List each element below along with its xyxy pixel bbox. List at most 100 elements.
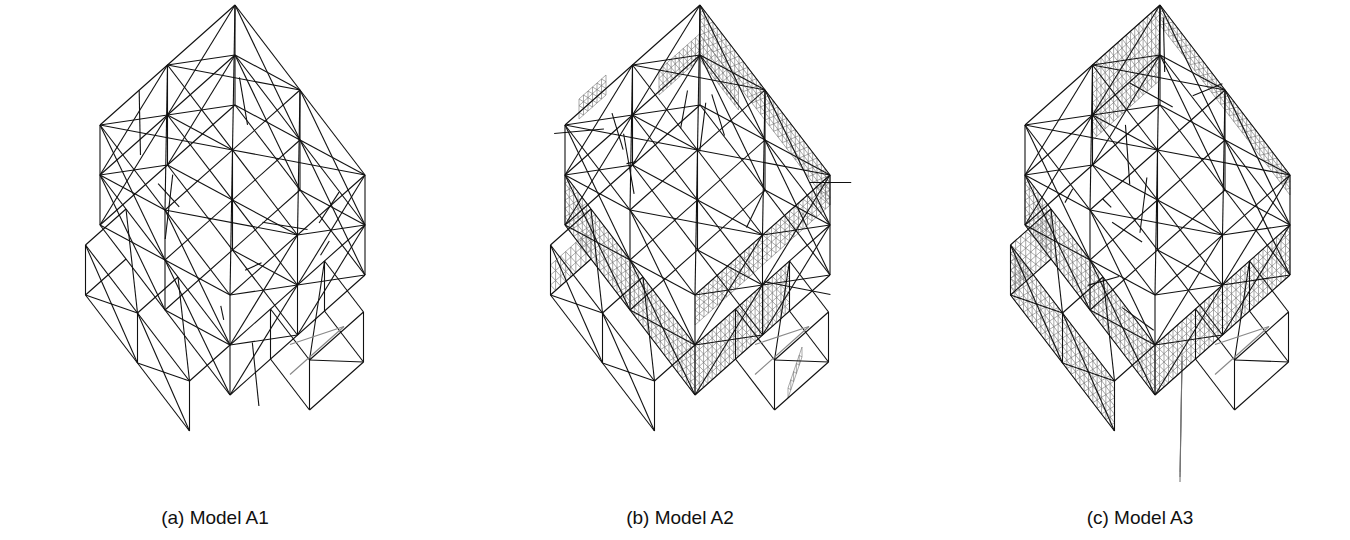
frame-member	[602, 313, 603, 363]
frame-member	[168, 5, 236, 115]
wall-mesh	[1046, 214, 1051, 218]
frame-member	[230, 285, 298, 395]
frame-member	[591, 209, 603, 313]
wall-mesh	[1263, 274, 1268, 278]
wall-mesh	[1142, 359, 1146, 362]
wall-mesh	[738, 348, 742, 353]
wall-mesh	[754, 266, 759, 270]
wall-mesh	[759, 321, 763, 326]
wall-mesh	[788, 388, 791, 390]
wall-mesh	[781, 227, 786, 231]
wall-mesh	[1110, 389, 1114, 392]
wall-mesh	[1019, 295, 1023, 298]
wall-mesh	[660, 339, 664, 342]
wall-mesh	[652, 302, 656, 305]
wall-mesh	[1130, 59, 1134, 65]
wall-mesh	[565, 214, 569, 217]
wall-mesh	[1155, 345, 1160, 349]
wall-mesh	[1260, 141, 1264, 142]
wall-mesh	[1093, 33, 1161, 93]
wall-mesh	[1054, 324, 1058, 327]
wall-mesh	[821, 198, 826, 202]
wall-mesh	[1143, 20, 1147, 26]
wall-mesh	[1080, 366, 1084, 369]
frame-member	[233, 200, 298, 235]
wall-mesh	[1071, 363, 1075, 366]
wall-mesh	[1260, 154, 1264, 155]
wall-mesh	[808, 218, 813, 222]
wall-mesh	[621, 263, 625, 266]
wall-mesh	[722, 62, 726, 64]
wall-mesh	[604, 273, 608, 276]
wall-mesh	[729, 348, 733, 353]
wall-mesh	[700, 34, 739, 85]
wall-mesh	[1120, 347, 1124, 350]
frame-member	[775, 360, 829, 362]
wall-mesh	[772, 250, 777, 254]
wall-mesh	[1105, 73, 1109, 79]
frame-member	[700, 55, 765, 190]
wall-mesh	[1212, 92, 1216, 93]
wall-mesh	[1037, 301, 1041, 304]
wall-mesh	[1097, 80, 1101, 86]
wall-mesh	[1214, 310, 1219, 314]
wall-mesh	[1281, 241, 1286, 245]
frame-member	[325, 261, 364, 312]
wall-mesh	[695, 303, 700, 307]
wall-mesh	[736, 259, 741, 263]
structural-model	[1011, 5, 1291, 482]
wall-mesh	[787, 147, 791, 149]
wall-mesh	[1135, 28, 1139, 34]
wall-mesh	[1050, 318, 1054, 321]
wall-mesh	[1129, 358, 1133, 361]
wall-mesh	[1041, 299, 1045, 302]
frame-member	[565, 125, 630, 260]
wall-mesh	[673, 339, 677, 342]
wall-mesh	[774, 130, 778, 132]
frame-member	[633, 165, 698, 200]
wall-mesh	[1264, 153, 1268, 154]
wall-mesh	[1164, 30, 1168, 31]
wall-mesh	[579, 99, 584, 102]
wall-mesh	[551, 265, 556, 271]
wall-mesh	[1089, 353, 1093, 356]
wall-mesh	[1060, 259, 1064, 262]
wall-mesh	[1277, 164, 1281, 165]
wall-mesh	[1032, 279, 1036, 282]
wall-mesh	[591, 248, 595, 251]
wall-mesh	[800, 141, 804, 143]
wall-mesh	[749, 262, 754, 266]
wall-mesh	[1028, 307, 1032, 310]
wall-mesh	[731, 263, 736, 267]
wall-mesh	[800, 149, 804, 151]
wall-mesh	[583, 95, 584, 115]
wall-mesh	[1058, 313, 1062, 316]
wall-mesh	[1169, 22, 1173, 23]
frame-member	[86, 245, 138, 363]
wall-mesh	[691, 378, 695, 381]
wall-mesh	[1139, 43, 1143, 49]
wall-mesh	[695, 362, 699, 367]
wall-mesh	[1011, 270, 1115, 406]
wall-mesh	[1139, 61, 1143, 67]
wall-mesh	[772, 276, 776, 281]
frame-member	[158, 184, 179, 207]
wall-mesh	[1147, 26, 1151, 32]
wall-mesh	[1268, 159, 1272, 160]
wall-mesh	[768, 288, 772, 293]
wall-mesh	[1028, 282, 1032, 285]
frame-member	[262, 222, 307, 229]
wall-mesh	[1093, 400, 1097, 403]
wall-mesh	[718, 283, 723, 287]
wall-mesh	[593, 87, 598, 90]
wall-mesh	[686, 356, 690, 359]
wall-mesh	[588, 98, 593, 101]
wall-mesh	[803, 207, 808, 211]
wall-mesh	[709, 283, 714, 287]
wall-mesh	[730, 50, 734, 52]
wall-mesh	[1152, 22, 1156, 28]
wall-mesh	[1129, 333, 1133, 336]
wall-mesh	[1058, 330, 1062, 333]
wall-mesh	[630, 274, 634, 277]
wall-mesh	[704, 31, 708, 33]
